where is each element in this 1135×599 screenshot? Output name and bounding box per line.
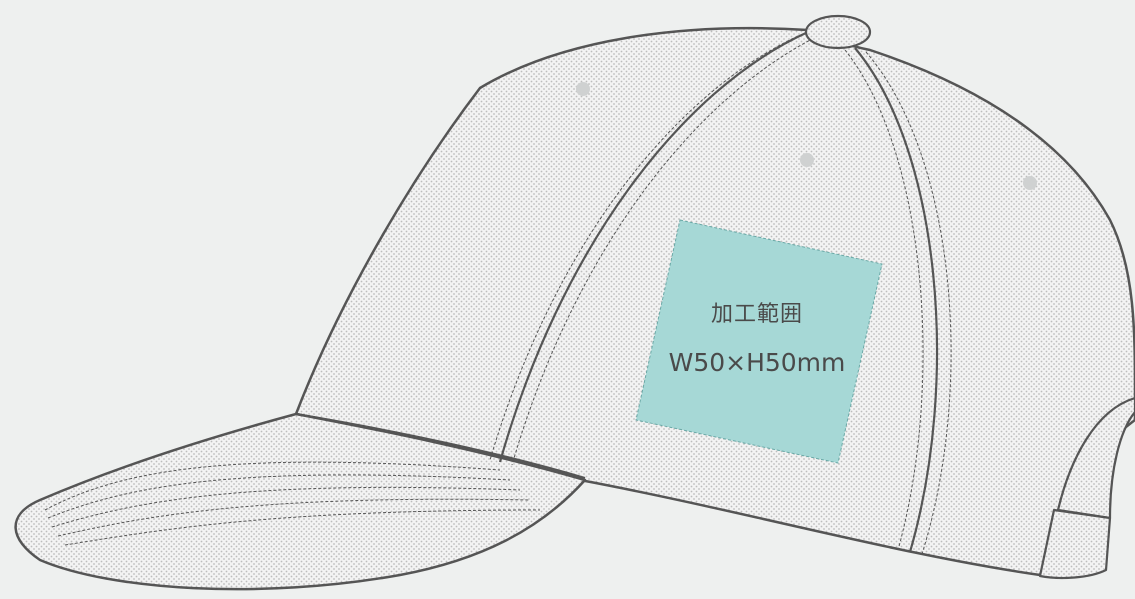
brim-stitching xyxy=(44,461,541,546)
cap-brim xyxy=(14,412,587,591)
print-area-title: 加工範囲 xyxy=(710,302,803,327)
cap-back-strap-band xyxy=(1038,508,1112,580)
panel-seams xyxy=(295,30,952,555)
cap-top-button xyxy=(804,14,872,50)
eyelets xyxy=(576,82,1037,190)
print-area xyxy=(635,219,883,464)
print-area-size: W50×H50mm xyxy=(668,348,846,377)
